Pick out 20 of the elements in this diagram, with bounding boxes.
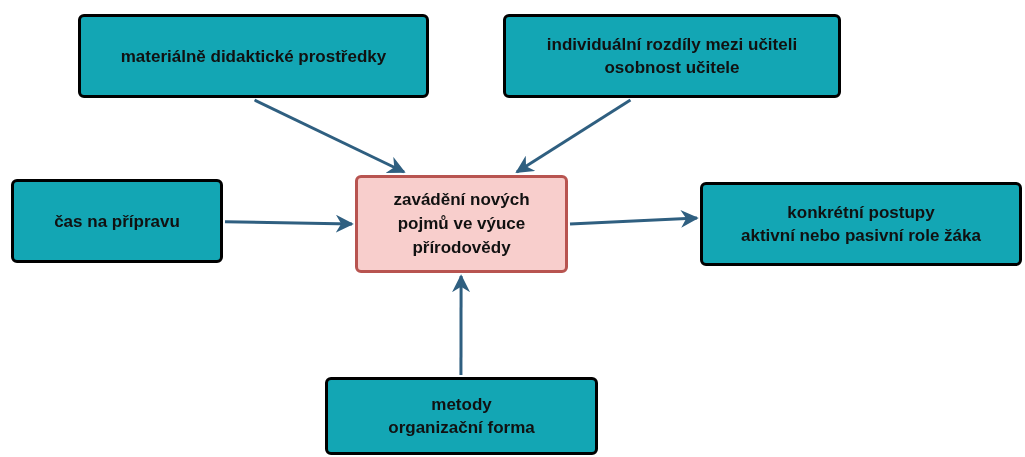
node-text: materiálně didaktické prostředky: [120, 45, 387, 68]
arrow: [452, 274, 471, 375]
central-topic-box: [355, 175, 568, 273]
factor-box: [11, 179, 223, 263]
arrow: [224, 214, 354, 233]
factor-box: [78, 14, 429, 98]
node-text: individuální rozdíly mezi učiteli: [546, 34, 798, 56]
node-text: aktivní nebo pasivní role žáka: [741, 225, 981, 247]
factor-box: [325, 377, 598, 455]
node-text: osobnost učitele: [604, 57, 740, 79]
node-text: zavádění nových pojmů ve výuce přírodovědy: [392, 189, 531, 259]
factor-box: [700, 182, 1022, 266]
factor-box: [503, 14, 841, 98]
arrow: [569, 209, 699, 228]
node-text: konkrétní postupy: [787, 202, 935, 224]
arrow: [515, 98, 632, 174]
arrow: [253, 98, 406, 174]
node-text: metody: [431, 394, 492, 416]
node-text: organizační forma: [388, 417, 535, 439]
node-text: čas na přípravu: [54, 210, 180, 233]
